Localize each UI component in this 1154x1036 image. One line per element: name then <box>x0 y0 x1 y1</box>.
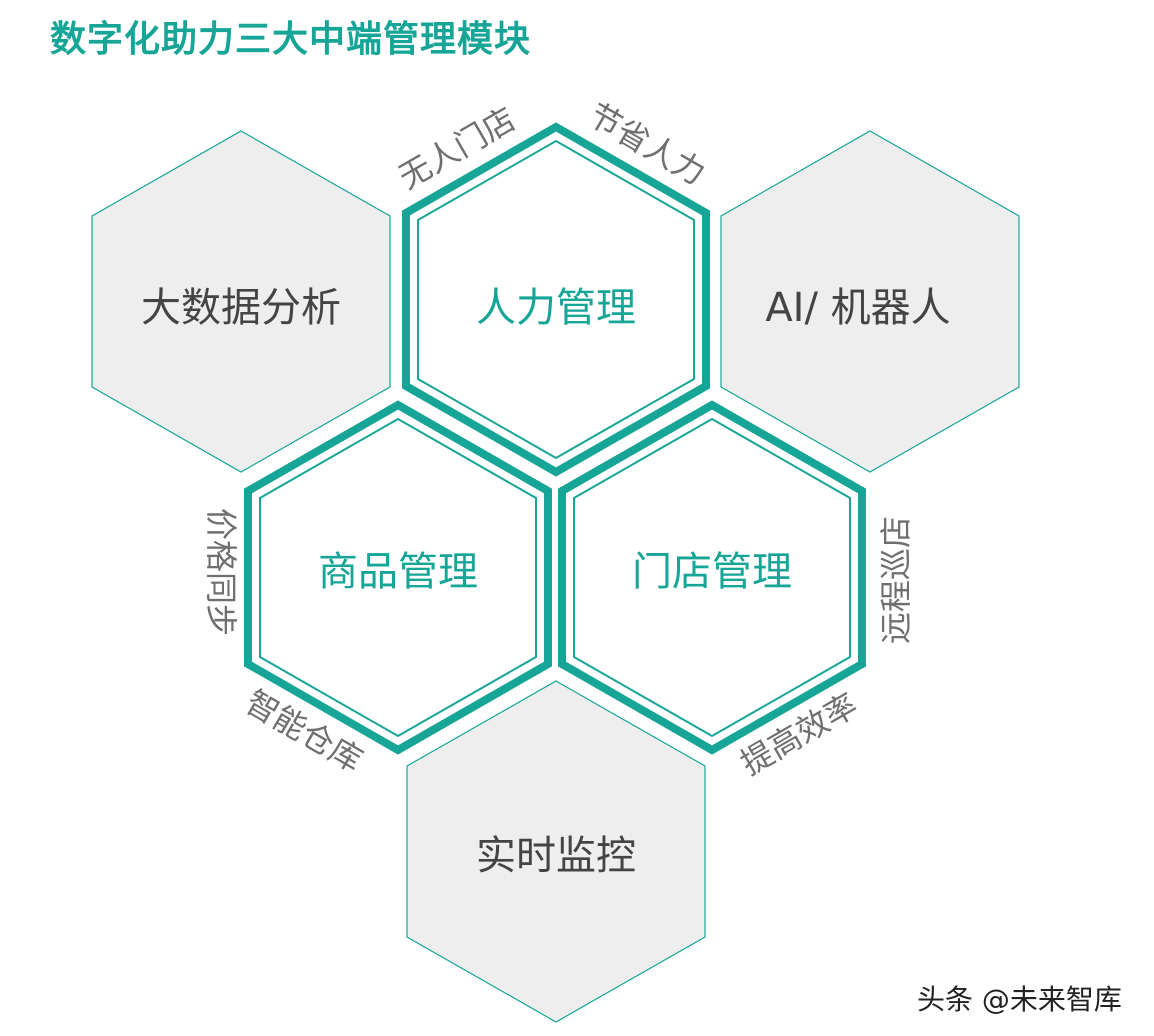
side-label-remote-patrol: 远程巡店 <box>877 516 915 644</box>
hex-monitor <box>406 680 706 1023</box>
module-label-ai: AI/ 机器人 <box>765 285 950 331</box>
watermark: 头条 @未来智库 <box>917 983 1122 1016</box>
hex-big-data <box>91 130 391 473</box>
hex-store <box>558 400 866 755</box>
hex-ai <box>720 130 1020 473</box>
page-title: 数字化助力三大中端管理模块 <box>50 19 532 60</box>
hex-hr <box>402 122 710 477</box>
side-label-price-sync: 价格同步 <box>202 508 240 636</box>
module-label-store: 门店管理 <box>632 549 792 595</box>
module-label-monitor: 实时监控 <box>476 833 636 879</box>
hex-goods <box>244 400 552 755</box>
module-label-big-data: 大数据分析 <box>141 285 341 331</box>
module-label-goods: 商品管理 <box>318 549 478 595</box>
module-label-hr: 人力管理 <box>476 285 636 331</box>
